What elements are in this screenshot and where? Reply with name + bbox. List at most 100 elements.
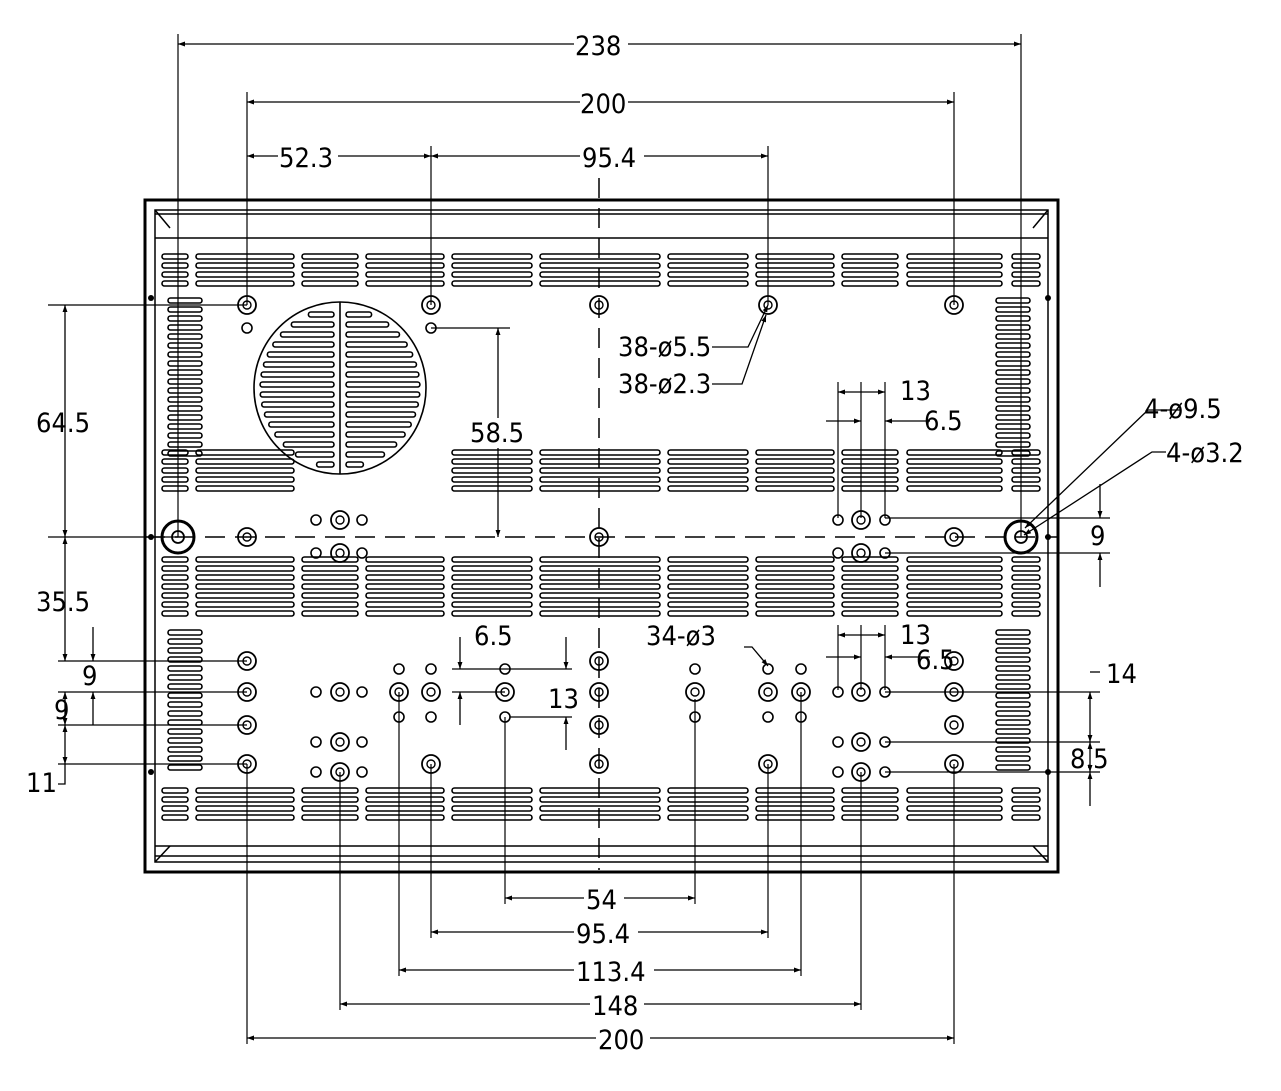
vent-slot [755, 271, 835, 278]
dim-upper-13: 13 [900, 376, 931, 407]
vent-slot [667, 271, 749, 278]
dim-center-13: 13 [548, 684, 579, 715]
vent-slot [995, 728, 1031, 735]
vent-slot [539, 485, 661, 492]
mounting-holes [148, 295, 1051, 782]
mounting-hole-inner [426, 687, 436, 697]
vent-slot [841, 467, 899, 474]
vent-slot [755, 467, 835, 474]
vent-slot [345, 351, 414, 358]
vent-slot [667, 814, 749, 821]
dim-lower-13: 13 [900, 620, 931, 651]
vent-slot [451, 601, 533, 608]
vent-slot [167, 746, 203, 753]
vent-slot [167, 306, 203, 313]
vent-slot [995, 360, 1031, 367]
vent-slot [755, 262, 835, 269]
vent-slot [161, 565, 189, 572]
vent-slot [841, 796, 899, 803]
vent-slot [167, 405, 203, 412]
vent-slot [195, 556, 295, 563]
small-hole [832, 736, 844, 748]
vent-slot [167, 656, 203, 663]
vent-slot [161, 601, 189, 608]
vent-slot [345, 361, 418, 368]
vent-slot [995, 351, 1031, 358]
vent-slot [906, 574, 1003, 581]
vent-slot [667, 796, 749, 803]
vent-slot [301, 271, 359, 278]
vent-slot [995, 710, 1031, 717]
vent-slot [167, 701, 203, 708]
vent-slot [667, 449, 749, 456]
vent-slot [906, 458, 1003, 465]
mounting-hole-inner [335, 515, 345, 525]
vent-slot [667, 787, 749, 794]
vent-slot [345, 321, 390, 328]
small-hole [356, 547, 368, 559]
vent-slot [755, 253, 835, 260]
vent-slot [1011, 814, 1041, 821]
vent-slot [1011, 556, 1041, 563]
vent-slot [841, 485, 899, 492]
vent-slot [345, 411, 417, 418]
mounting-hole-inner [949, 656, 959, 666]
vent-slot [161, 583, 189, 590]
small-hole [310, 547, 322, 559]
dim-9-b: 9 [54, 695, 69, 726]
vent-slot [906, 592, 1003, 599]
vent-slot [906, 556, 1003, 563]
vent-slot [1011, 467, 1041, 474]
vent-slot [259, 391, 335, 398]
vent-slot [1011, 449, 1041, 456]
vent-slot [995, 692, 1031, 699]
vent-slot [195, 583, 295, 590]
frame-rivet [148, 769, 154, 775]
dim-95-4-bottom: 95.4 [576, 919, 630, 950]
vent-slot [451, 805, 533, 812]
vent-slot [365, 787, 445, 794]
center-lines [145, 178, 1058, 870]
vent-slot [755, 814, 835, 821]
vent-slot [1011, 574, 1041, 581]
vent-slot [195, 796, 295, 803]
vent-slot [345, 431, 406, 438]
mounting-hole [851, 732, 871, 752]
vent-slot [539, 253, 661, 260]
vent-slot [260, 371, 335, 378]
vent-slot [167, 764, 203, 771]
small-hole [762, 711, 774, 723]
dim-right-9: 9 [1090, 521, 1105, 552]
vent-slot [345, 441, 398, 448]
vent-slot [161, 449, 189, 456]
vent-slot [755, 610, 835, 617]
vent-slot [451, 556, 533, 563]
vent-slot [345, 421, 412, 428]
vent-slot [539, 262, 661, 269]
mounting-hole-inner [690, 687, 700, 697]
vent-slot [365, 814, 445, 821]
mounting-hole [330, 682, 350, 702]
vent-slot [841, 787, 899, 794]
vent-slot [451, 787, 533, 794]
vent-slot [365, 574, 445, 581]
vent-slot [995, 369, 1031, 376]
vent-slot [995, 333, 1031, 340]
vent-slot [1011, 610, 1041, 617]
vent-slot [266, 351, 335, 358]
vent-slot [161, 485, 189, 492]
vent-slot [167, 737, 203, 744]
vent-slot [451, 458, 533, 465]
vent-slot [1011, 262, 1041, 269]
vent-slot [539, 796, 661, 803]
vent-slot [262, 361, 335, 368]
vent-slot [995, 656, 1031, 663]
vent-slot [451, 485, 533, 492]
vent-slot [365, 280, 445, 287]
vent-slot [539, 449, 661, 456]
vent-slot [841, 610, 899, 617]
dimension-labels: 238 200 52.3 95.4 54 95.4 113.4 148 200 … [26, 30, 1244, 1056]
vent-slot [195, 805, 295, 812]
dim-9-a: 9 [82, 661, 97, 692]
